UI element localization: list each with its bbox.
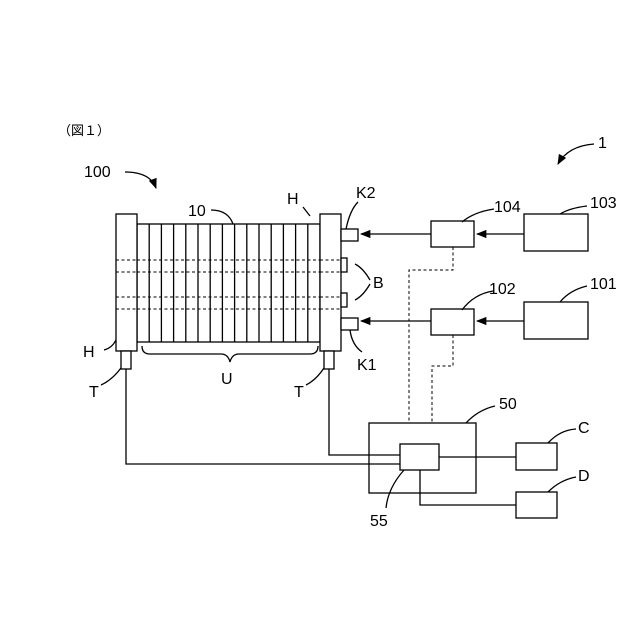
bracket-b-upper: [341, 258, 347, 272]
connector-k2: [341, 229, 358, 241]
label-unit-103: 103: [590, 195, 617, 212]
leader-h-top: [303, 207, 310, 216]
bracket-b-lower: [341, 293, 347, 307]
end-plate-right: [320, 214, 341, 351]
label-k2: K2: [356, 185, 376, 202]
label-sub-controller: 55: [370, 513, 388, 530]
label-unit-101: 101: [590, 276, 617, 293]
leader-h-left: [104, 340, 116, 350]
connector-k1: [341, 318, 358, 330]
signal-102-to-50: [432, 335, 453, 423]
label-device-d: D: [578, 468, 590, 485]
label-end-plate-top: H: [287, 191, 299, 208]
leader-1: [558, 144, 594, 164]
label-b: B: [373, 275, 384, 292]
label-terminal-right: T: [294, 384, 304, 401]
leader-10: [211, 210, 233, 224]
sub-controller-55-box: [400, 444, 439, 470]
label-unit-102: 102: [489, 281, 516, 298]
label-end-plate-left: H: [83, 344, 95, 361]
label-terminal-left: T: [89, 384, 99, 401]
leader-t-left: [101, 368, 121, 385]
label-unit-104: 104: [494, 199, 521, 216]
leader-b: [355, 264, 370, 300]
label-k1: K1: [357, 357, 377, 374]
wire-left-terminal: [126, 369, 400, 464]
leader-103: [560, 206, 587, 214]
terminal-right: [324, 351, 334, 369]
cell-stack-body: [137, 224, 320, 342]
unit-103-box: [524, 214, 588, 251]
figure-caption: （図１）: [58, 124, 110, 139]
label-cell: 10: [188, 203, 206, 220]
unit-101-box: [524, 302, 588, 339]
leader-t-right: [306, 368, 324, 385]
leader-d: [548, 477, 576, 492]
label-stack: 100: [84, 164, 111, 181]
label-device-c: C: [578, 420, 590, 437]
end-plate-left: [116, 214, 137, 351]
battery-stack: [116, 214, 358, 369]
label-controller: 50: [499, 396, 517, 413]
label-system: 1: [598, 135, 607, 152]
leader-50: [466, 406, 495, 423]
terminal-left: [121, 351, 131, 369]
device-c-box: [516, 443, 557, 470]
leader-k2: [346, 202, 358, 229]
leader-c: [548, 429, 576, 443]
leader-100: [125, 172, 156, 188]
unit-102-box: [431, 309, 474, 335]
leader-k1: [350, 330, 362, 352]
cell-group-brace: [142, 346, 318, 362]
unit-104-box: [431, 221, 474, 247]
label-cell-group: U: [221, 371, 233, 388]
device-d-box: [516, 492, 557, 518]
leader-104: [462, 209, 494, 222]
leader-101: [560, 286, 587, 302]
